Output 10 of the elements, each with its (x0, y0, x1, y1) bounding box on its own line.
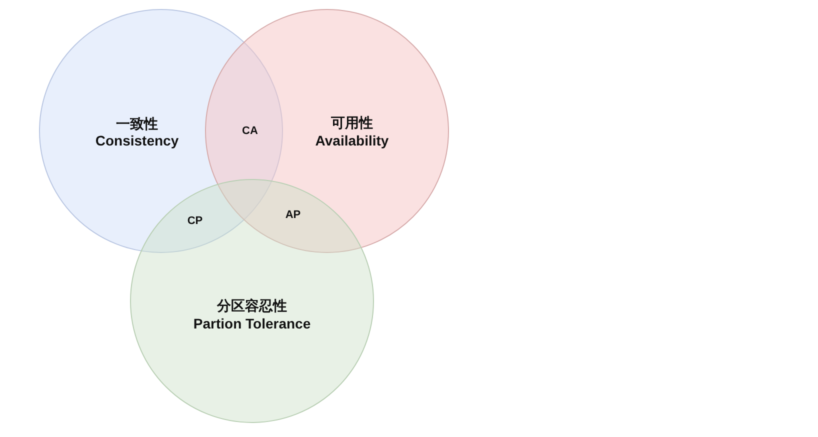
venn-circle (130, 179, 374, 423)
circle-subtitle: Partion Tolerance (193, 316, 311, 332)
circle-subtitle: Availability (315, 133, 389, 149)
circle-title: 一致性 (116, 116, 158, 132)
circle-subtitle: Consistency (95, 133, 179, 149)
overlap-label: AP (285, 209, 301, 221)
circle-title: 可用性 (331, 115, 373, 131)
overlap-label: CP (187, 215, 203, 227)
circle-title: 分区容忍性 (217, 298, 287, 314)
overlap-label: CA (242, 125, 258, 137)
